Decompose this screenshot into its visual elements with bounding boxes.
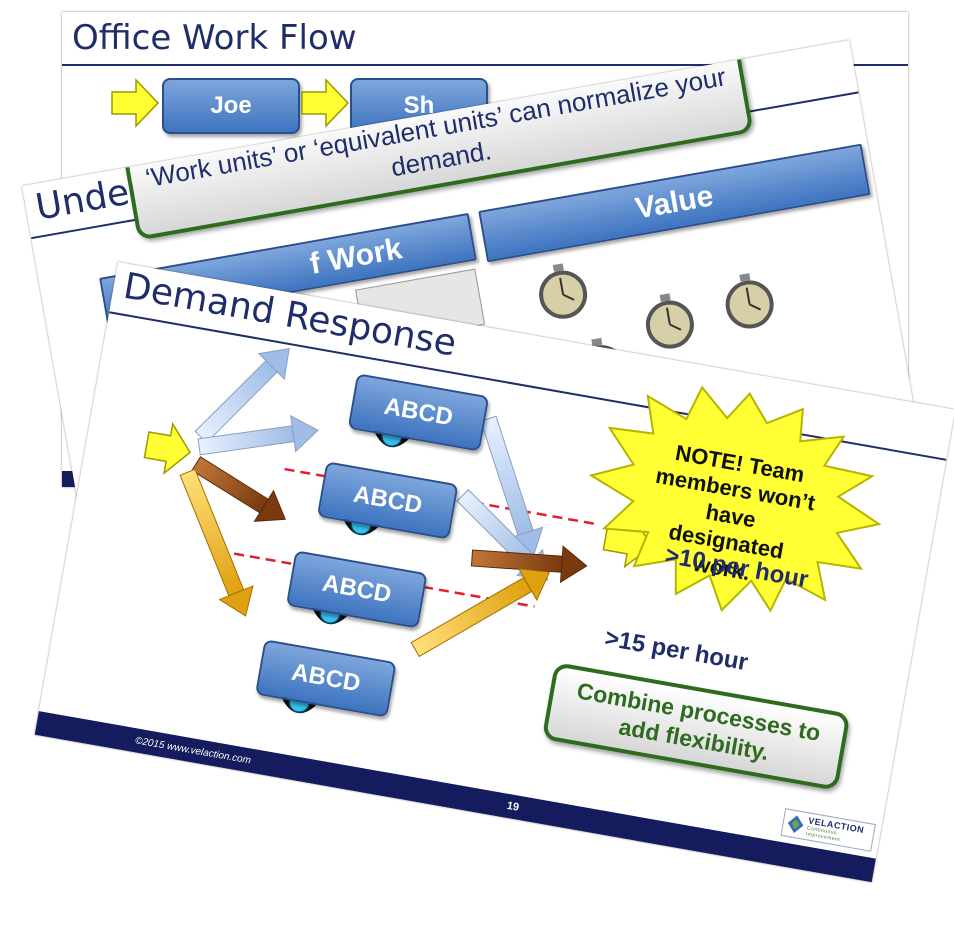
outbound-arrow-icon (470, 545, 588, 584)
inbound-arrow-icon (194, 348, 290, 444)
flow-arrow-icon (111, 78, 160, 128)
inbound-arrow-icon (197, 414, 319, 456)
slide-demand-response: Demand Response (34, 262, 954, 883)
stopwatch-icon (725, 273, 774, 329)
inbound-arrow-icon (191, 456, 286, 522)
outbound-arrow-icon (410, 568, 551, 658)
inbound-arrow-icon (179, 468, 254, 617)
page-number: 19 (505, 799, 521, 814)
stopwatch-icon (539, 263, 588, 319)
slide-title: Office Work Flow (72, 18, 357, 58)
stopwatch-icon (645, 293, 694, 349)
input-arrow-icon (143, 421, 192, 476)
flow-arrow-icon (301, 78, 350, 128)
title-underline (62, 64, 908, 66)
process-box-joe: Joe (162, 78, 300, 134)
velaction-logo-icon (787, 815, 804, 833)
column-header-work-label: f Work (307, 232, 405, 281)
column-header-value-label: Value (632, 179, 716, 226)
note-starburst (588, 385, 882, 613)
